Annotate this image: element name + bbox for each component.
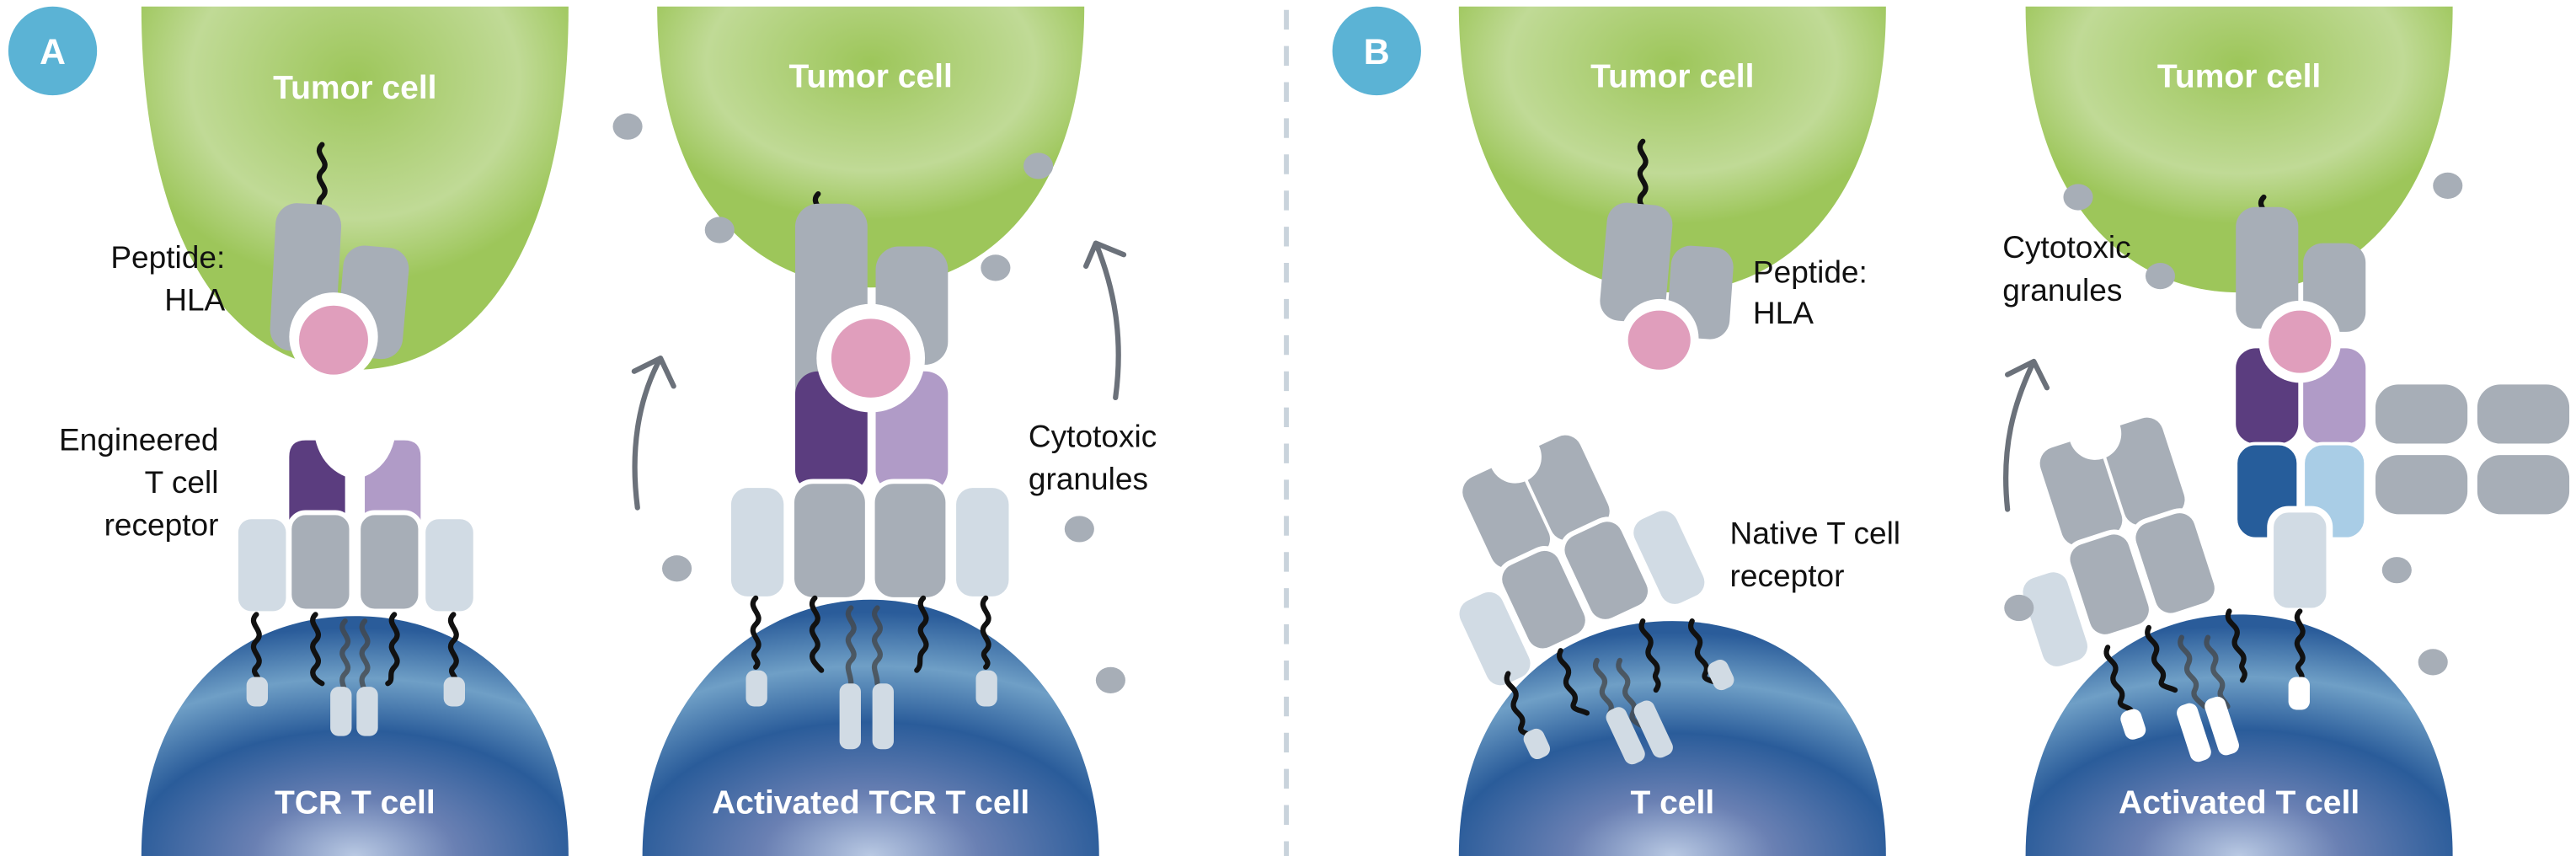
native-tcr xyxy=(1459,431,1705,686)
scene-tcr-t-cell: Tumor cell Peptide: HLA TCR T cell Engin… xyxy=(59,6,569,856)
tumor-cell-label: Tumor cell xyxy=(789,58,953,94)
tcr-hla-cd3-complex xyxy=(2234,206,2570,615)
tumor-cell xyxy=(657,6,1085,288)
scene-native-t-cell: Tumor cell Peptide: HLA T cell Native T … xyxy=(1458,6,1900,856)
t-cell-label: TCR T cell xyxy=(275,784,436,821)
tumor-cell xyxy=(2025,6,2453,293)
engineered-tcr xyxy=(238,440,473,614)
t-cell-label: Activated TCR T cell xyxy=(712,784,1029,821)
panel-b-badge: B xyxy=(1332,6,1421,96)
peptide-hla-label-line1: Peptide: xyxy=(110,239,225,275)
tumor-cell-label: Tumor cell xyxy=(273,70,436,106)
cytotoxic-granules xyxy=(2004,172,2463,676)
tumor-cell xyxy=(1458,6,1886,293)
peptide-hla-label-line2: HLA xyxy=(1753,295,1814,330)
t-cell-label: T cell xyxy=(1630,784,1714,821)
tcr-hla-complex xyxy=(730,203,1009,602)
hla-tether xyxy=(1637,138,1649,210)
receptor-label-line2: receptor xyxy=(1730,558,1845,593)
granules-label-line1: Cytotoxic xyxy=(2002,229,2130,265)
granule-release-arrow xyxy=(631,356,676,511)
granules-label-line2: granules xyxy=(2002,272,2122,308)
receptor-label-line1: Engineered xyxy=(59,421,219,457)
peptide-hla xyxy=(270,203,409,382)
peptide xyxy=(2269,310,2332,373)
peptide-hla xyxy=(1600,202,1734,378)
peptide-hla-label-line2: HLA xyxy=(164,282,225,318)
tumor-cell xyxy=(141,6,569,370)
peptide xyxy=(1627,310,1691,370)
receptor-label-line3: receptor xyxy=(104,507,219,543)
receptor-label-line2: T cell xyxy=(145,464,219,500)
t-cell xyxy=(2025,614,2453,856)
receptor-label-line1: Native T cell xyxy=(1730,515,1900,550)
scene-activated-t-cell: Tumor cell Activated T cell xyxy=(2002,6,2570,856)
native-tcr-tilted xyxy=(2023,407,2220,666)
transmembrane-tethers xyxy=(746,595,997,750)
badge-letter: A xyxy=(40,32,66,72)
peptide-hla-label-line1: Peptide: xyxy=(1753,254,1868,289)
transmembrane-tethers xyxy=(1504,618,1734,765)
scene-activated-tcr-t-cell: Tumor cell Activated TCR T cell xyxy=(612,6,1157,856)
transmembrane-tethers xyxy=(246,612,466,736)
granules-label-line1: Cytotoxic xyxy=(1029,418,1157,453)
t-cell xyxy=(141,616,569,856)
badge-letter: B xyxy=(1364,32,1390,72)
tumor-cell-label: Tumor cell xyxy=(2157,58,2321,94)
tumor-cell-label: Tumor cell xyxy=(1590,58,1754,94)
t-cell-label: Activated T cell xyxy=(2119,784,2360,821)
granule-release-arrow xyxy=(2003,358,2050,512)
cytotoxic-granules xyxy=(612,113,1125,693)
panel-a-badge: A xyxy=(8,6,98,96)
granules-label-line2: granules xyxy=(1029,461,1148,496)
transmembrane-tethers xyxy=(2103,608,2310,762)
granule-release-arrow xyxy=(1083,240,1127,401)
peptide xyxy=(299,305,368,375)
peptide xyxy=(831,318,911,398)
